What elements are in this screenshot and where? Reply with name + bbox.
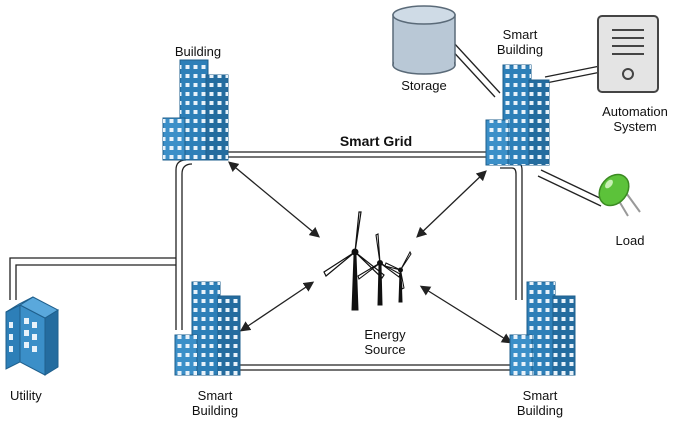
label-smart-building-bottom-right: Smart Building <box>505 388 575 418</box>
label-smart-building-top-right-line1: Smart <box>502 27 538 42</box>
label-smart-building-bottom-left: Smart Building <box>180 388 250 418</box>
label-automation-system: Automation System <box>587 104 683 134</box>
label-building-top-left: Building <box>174 44 222 59</box>
label-automation-system-line1: Automation <box>602 104 668 119</box>
arrow-top-left <box>227 161 321 238</box>
label-energy-source-line1: Energy <box>364 327 406 342</box>
building-icon-bottom-left <box>174 281 241 376</box>
label-smart-building-top-right: Smart Building <box>490 27 550 57</box>
label-smart-grid: Smart Grid <box>339 133 413 149</box>
arrow-bottom-left <box>239 281 315 332</box>
label-storage: Storage <box>401 78 447 93</box>
label-smart-building-top-right-line2: Building <box>496 42 544 57</box>
energy-arrows <box>227 161 513 344</box>
label-smart-building-bottom-left-line2: Building <box>191 403 239 418</box>
led-icon <box>598 173 641 217</box>
server-icon <box>597 15 659 93</box>
grid-connections <box>9 41 605 371</box>
wind-turbine-icon <box>323 211 412 311</box>
label-energy-source-line2: Source <box>364 342 406 357</box>
arrow-top-right <box>416 170 487 238</box>
utility-icon <box>5 296 60 376</box>
storage-icon <box>392 5 456 75</box>
label-energy-source: Energy Source <box>355 327 415 357</box>
building-icon-bottom-right <box>509 281 576 376</box>
label-smart-building-bottom-right-line1: Smart <box>522 388 558 403</box>
label-automation-system-line2: System <box>613 119 657 134</box>
building-icon-top-left <box>162 59 229 161</box>
building-icon-top-right <box>485 64 550 166</box>
arrow-bottom-right <box>419 285 513 344</box>
label-utility: Utility <box>10 388 42 403</box>
label-smart-building-bottom-left-line1: Smart <box>197 388 233 403</box>
label-load: Load <box>615 233 645 248</box>
label-smart-building-bottom-right-line2: Building <box>516 403 564 418</box>
